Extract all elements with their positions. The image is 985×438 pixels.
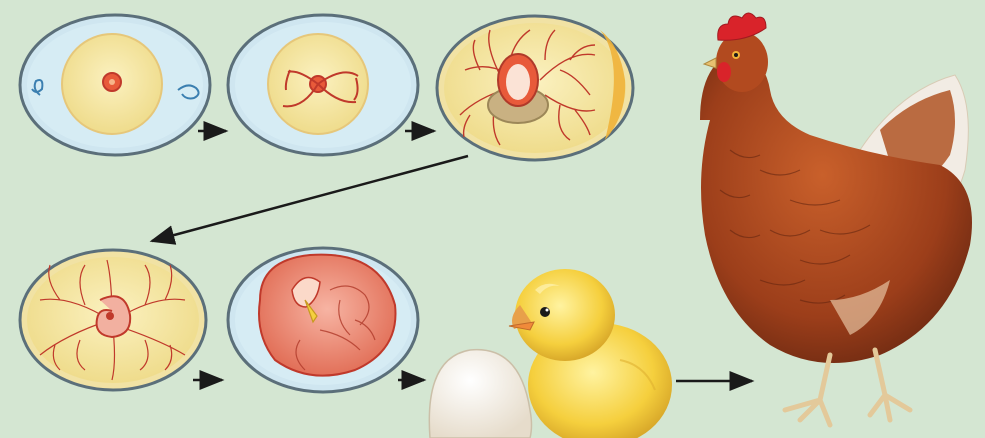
stage-egg-1 <box>20 15 210 155</box>
stage-egg-4 <box>20 250 206 390</box>
stage-egg-3 <box>437 16 633 160</box>
stage-egg-5 <box>228 248 418 392</box>
stage-egg-2 <box>228 15 418 155</box>
